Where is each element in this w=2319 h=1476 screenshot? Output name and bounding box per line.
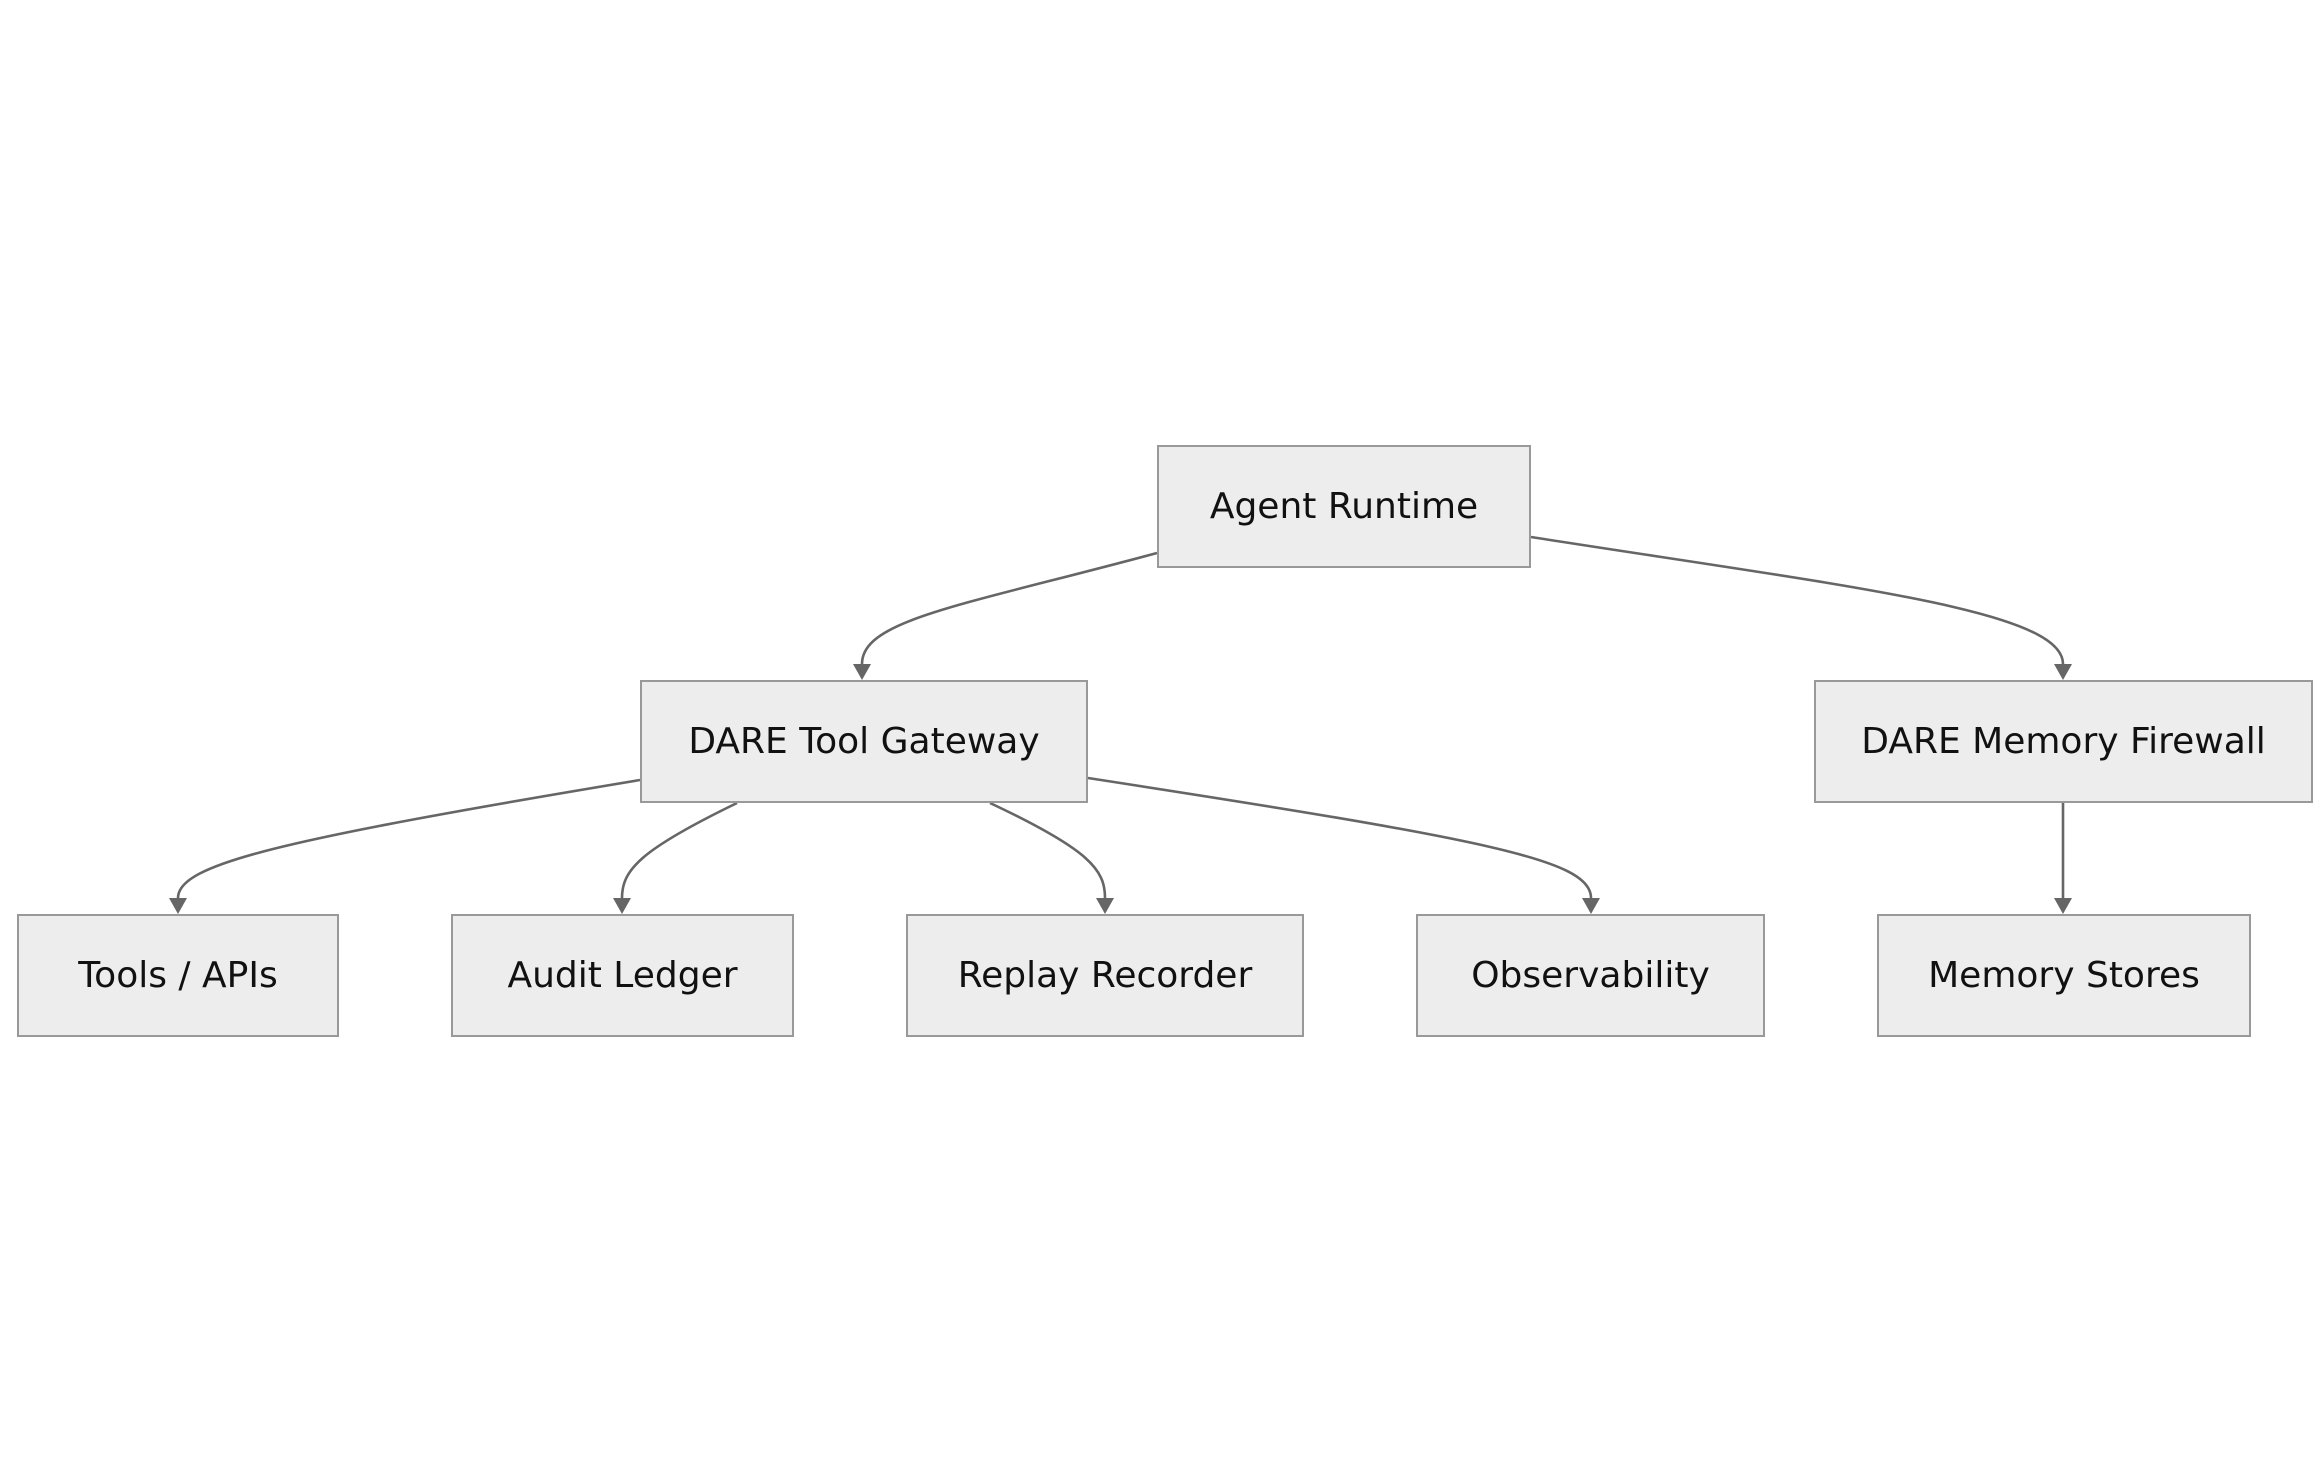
arrowhead-replay-recorder: [1096, 898, 1114, 914]
edge-tool-gateway-to-audit-ledger: [620, 801, 738, 899]
node-tools-apis: Tools / APIs: [17, 914, 339, 1037]
node-audit-ledger: Audit Ledger: [451, 914, 794, 1037]
node-memory-stores: Memory Stores: [1877, 914, 2251, 1037]
arrowhead-observability: [1582, 898, 1600, 914]
edge-agent-runtime-to-memory-firewall: [1530, 535, 2065, 665]
edge-tool-gateway-to-replay-recorder: [989, 801, 1107, 899]
node-agent-runtime: Agent Runtime: [1157, 445, 1531, 568]
node-replay-recorder: Replay Recorder: [906, 914, 1304, 1037]
arrowhead-memory-stores: [2054, 898, 2072, 914]
edge-tool-gateway-to-tools-apis: [176, 778, 641, 899]
arrowhead-memory-firewall: [2054, 664, 2072, 680]
node-dare-memory-firewall: DARE Memory Firewall: [1814, 680, 2313, 803]
arrowhead-tool-gateway: [853, 664, 871, 680]
arrowhead-audit-ledger: [613, 898, 631, 914]
arrowhead-tools-apis: [169, 898, 187, 914]
edge-agent-runtime-to-tool-gateway: [860, 551, 1158, 665]
node-dare-tool-gateway: DARE Tool Gateway: [640, 680, 1088, 803]
edge-tool-gateway-to-observability: [1087, 776, 1593, 899]
node-observability: Observability: [1416, 914, 1765, 1037]
